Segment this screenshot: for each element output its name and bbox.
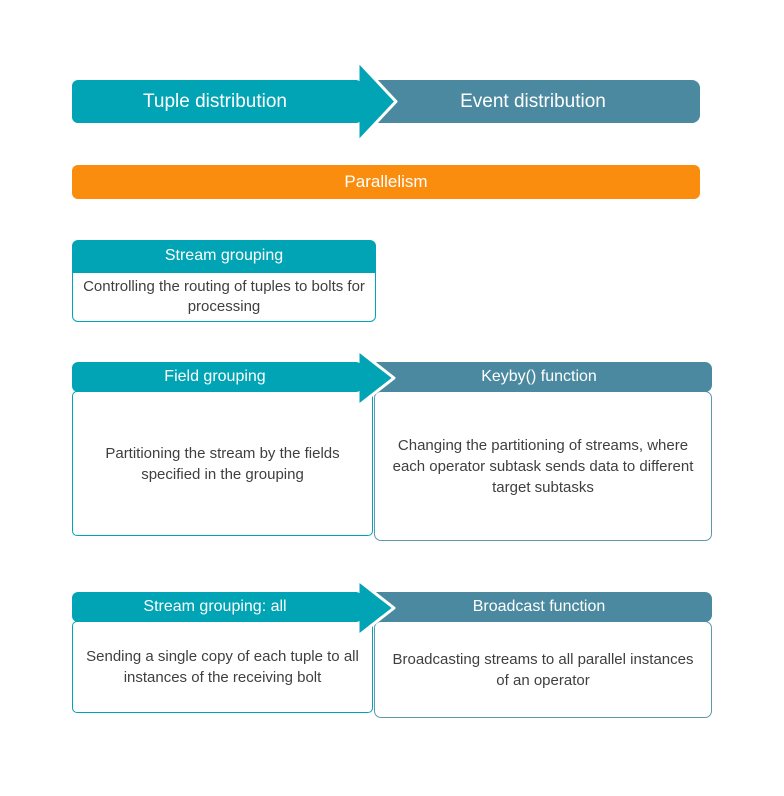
stream-grouping-all-description-card: Sending a single copy of each tuple to a… [72,621,373,713]
stream-grouping-all-text: Stream grouping: all [143,598,287,615]
tuple-distribution-label: Tuple distribution [72,80,358,123]
event-distribution-box: Event distribution [366,80,700,123]
field-grouping-description: Partitioning the stream by the fields sp… [105,444,340,483]
field-grouping-label: Field grouping [72,362,358,392]
tuple-distribution-text: Tuple distribution [143,90,287,112]
keyby-function-box: Keyby() function [366,362,712,392]
broadcast-function-description-card: Broadcasting streams to all parallel ins… [374,621,712,718]
stream-grouping-all-description: Sending a single copy of each tuple to a… [86,648,359,686]
parallelism-label: Parallelism [344,172,428,191]
field-grouping-text: Field grouping [164,368,266,385]
stream-grouping-title: Stream grouping [164,247,284,264]
field-grouping-description-card: Partitioning the stream by the fields sp… [72,391,373,536]
broadcast-function-description: Broadcasting streams to all parallel ins… [392,650,694,689]
broadcast-function-label: Broadcast function [472,598,606,615]
broadcast-function-box: Broadcast function [366,592,712,622]
keyby-function-description: Changing the partitioning of streams, wh… [392,436,694,496]
event-distribution-label: Event distribution [460,90,606,112]
stream-grouping-header: Stream grouping [72,240,376,272]
stream-grouping-description: Controlling the routing of tuples to bol… [83,277,365,315]
stream-grouping-all-label: Stream grouping: all [72,592,358,622]
parallelism-bar: Parallelism [72,165,700,199]
keyby-function-description-card: Changing the partitioning of streams, wh… [374,391,712,541]
keyby-function-label: Keyby() function [481,368,597,385]
stream-grouping-description-card: Controlling the routing of tuples to bol… [72,272,376,322]
